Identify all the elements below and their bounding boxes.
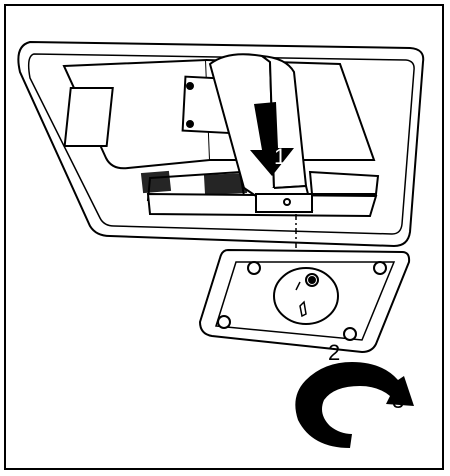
step-1-label: 1	[274, 144, 286, 169]
stand-base-icon	[200, 250, 409, 352]
step-2-label: 2	[328, 340, 340, 365]
step-3-label: 3	[392, 388, 404, 413]
